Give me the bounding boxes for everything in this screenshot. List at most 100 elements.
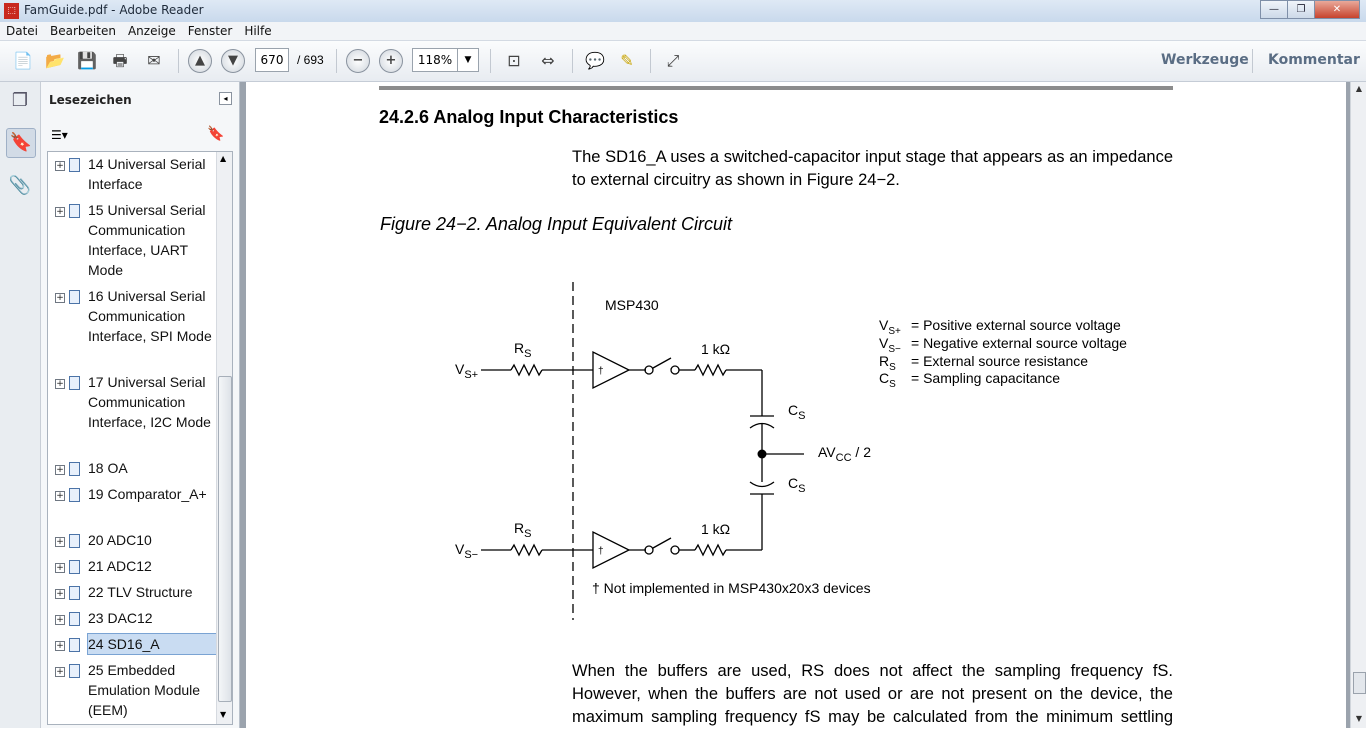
open-icon[interactable]: 📂 <box>45 51 65 70</box>
title-bar: ⬚ FamGuide.pdf - Adobe Reader — ❐ ✕ <box>0 0 1366 22</box>
paragraph-2: When the buffers are used, RS does not a… <box>572 660 1173 729</box>
bookmarks-toolbar: ☰▾ 🔖 <box>47 126 233 146</box>
cs-top-label: CS <box>788 402 805 422</box>
menu-hilfe[interactable]: Hilfe <box>244 24 272 38</box>
zoom-out-icon[interactable]: − <box>346 49 370 73</box>
scrollbar-thumb[interactable] <box>218 376 232 702</box>
switch-contact <box>644 545 654 555</box>
one-k-bottom-label: 1 kΩ <box>701 521 730 537</box>
resistor-rs-top <box>510 363 543 377</box>
zoom-input[interactable]: 118% <box>412 48 458 72</box>
scroll-down-icon[interactable]: ▼ <box>220 710 227 719</box>
vs-plus-label: VS+ <box>455 361 478 381</box>
menu-bar: Datei Bearbeiten Anzeige Fenster Hilfe <box>0 22 1366 41</box>
cs-bottom-label: CS <box>788 475 805 495</box>
switch-arm <box>652 537 672 549</box>
scroll-down-icon[interactable]: ▼ <box>1355 714 1363 723</box>
comment-icon[interactable]: 💬 <box>585 51 605 70</box>
close-button[interactable]: ✕ <box>1314 0 1360 19</box>
bookmark-icon <box>69 586 80 600</box>
bookmark-icon <box>69 158 80 172</box>
legend-rs: RS= External source resistance <box>879 353 1088 373</box>
toolbar-separator <box>572 49 573 73</box>
page-number-input[interactable]: 670 <box>255 48 289 72</box>
zoom-dropdown-icon[interactable]: ▼ <box>457 48 479 72</box>
minimize-button[interactable]: — <box>1260 0 1288 19</box>
paragraph-line: However, when the buffers are not used o… <box>572 685 1173 703</box>
dagger-top: † <box>598 366 604 377</box>
expand-icon[interactable]: + <box>55 379 65 389</box>
bookmarks-title: Lesezeichen <box>49 93 132 107</box>
scroll-up-icon[interactable]: ▲ <box>220 154 227 163</box>
bookmarks-icon[interactable]: 🔖 <box>6 128 36 158</box>
options-menu-icon[interactable]: ☰▾ <box>51 128 68 142</box>
kommentar-button[interactable]: Kommentar <box>1268 52 1360 68</box>
zoom-in-icon[interactable]: + <box>379 49 403 73</box>
fit-page-icon[interactable]: ⊡ <box>507 51 521 70</box>
resistor-1k-bottom <box>694 543 727 557</box>
maximize-button[interactable]: ❐ <box>1287 0 1315 19</box>
collapse-panel-icon[interactable]: ◂ <box>219 92 232 105</box>
menu-anzeige[interactable]: Anzeige <box>127 24 176 38</box>
legend-vs-plus: VS+= Positive external source voltage <box>879 317 1121 337</box>
circuit-diagram: MSP430 RS VS+ 1 kΩ CS AVCC / 2 CS RS VS−… <box>455 282 1127 620</box>
next-page-icon[interactable]: ▼ <box>221 49 245 73</box>
scroll-up-icon[interactable]: ▲ <box>1355 84 1363 93</box>
resistor-rs-bottom <box>510 543 543 557</box>
buffer-bottom <box>592 530 631 570</box>
pdf-page: 24.2.6 Analog Input Characteristics The … <box>246 82 1346 728</box>
menu-fenster[interactable]: Fenster <box>187 24 233 38</box>
pages-icon[interactable]: ❐ <box>11 90 29 111</box>
expand-icon[interactable]: + <box>55 589 65 599</box>
email-icon[interactable]: ✉ <box>147 51 161 70</box>
figure-caption: Figure 24−2. Analog Input Equivalent Cir… <box>380 214 733 234</box>
expand-icon[interactable]: + <box>55 161 65 171</box>
avcc-label: AVCC / 2 <box>818 444 871 464</box>
bookmarks-panel: Lesezeichen ◂ ☰▾ 🔖 +14 Universal Serial … <box>41 82 240 728</box>
save-icon[interactable]: 💾 <box>77 51 97 70</box>
bookmark-icon <box>69 664 80 678</box>
document-viewport: 24.2.6 Analog Input Characteristics The … <box>240 82 1350 728</box>
find-bookmark-icon[interactable]: 🔖 <box>207 126 225 142</box>
expand-icon[interactable]: + <box>55 563 65 573</box>
section-heading: 24.2.6 Analog Input Characteristics <box>379 107 679 127</box>
bookmark-icon <box>69 488 80 502</box>
create-pdf-icon[interactable]: 📄 <box>13 51 33 70</box>
highlight-icon[interactable]: ✎ <box>620 51 634 70</box>
expand-icon[interactable]: + <box>55 207 65 217</box>
bookmark-icon <box>69 204 80 218</box>
window-controls: — ❐ ✕ <box>1260 0 1360 19</box>
previous-page-icon[interactable]: ▲ <box>188 49 212 73</box>
toolbar-separator <box>490 49 491 73</box>
expand-icon[interactable]: + <box>55 465 65 475</box>
toolbar-separator <box>1252 49 1253 73</box>
menu-bearbeiten[interactable]: Bearbeiten <box>50 24 116 38</box>
print-icon[interactable]: 🖶 <box>112 51 128 70</box>
expand-icon[interactable]: + <box>55 641 65 651</box>
bookmarks-scrollbar[interactable]: ▲ ▼ <box>216 152 232 724</box>
expand-icon[interactable]: + <box>55 293 65 303</box>
intro-paragraph: The SD16_A uses a switched-capacitor inp… <box>572 148 1173 189</box>
werkzeuge-button[interactable]: Werkzeuge <box>1161 52 1249 68</box>
fit-width-icon[interactable]: ⇔ <box>541 51 555 70</box>
menu-datei[interactable]: Datei <box>6 24 39 38</box>
scrollbar-thumb[interactable] <box>1353 672 1366 694</box>
attachments-icon[interactable]: 📎 <box>8 175 32 196</box>
navigation-pane: ❐ 🔖 📎 <box>0 82 41 728</box>
document-scrollbar[interactable]: ▲ ▼ <box>1350 82 1366 728</box>
junction-dot <box>757 449 767 459</box>
switch-arm <box>652 357 672 369</box>
expand-icon[interactable]: ⤢ <box>666 51 680 70</box>
expand-icon[interactable]: + <box>55 537 65 547</box>
expand-icon[interactable]: + <box>55 615 65 625</box>
toolbar-separator <box>178 49 179 73</box>
bookmark-icon <box>69 534 80 548</box>
capacitor-plate <box>749 422 775 429</box>
expand-icon[interactable]: + <box>55 491 65 501</box>
msp430-label: MSP430 <box>605 297 659 313</box>
expand-icon[interactable]: + <box>55 667 65 677</box>
one-k-top-label: 1 kΩ <box>701 341 730 357</box>
capacitor-plate <box>749 481 775 488</box>
pdf-icon: ⬚ <box>4 3 19 19</box>
bookmark-icon <box>69 462 80 476</box>
